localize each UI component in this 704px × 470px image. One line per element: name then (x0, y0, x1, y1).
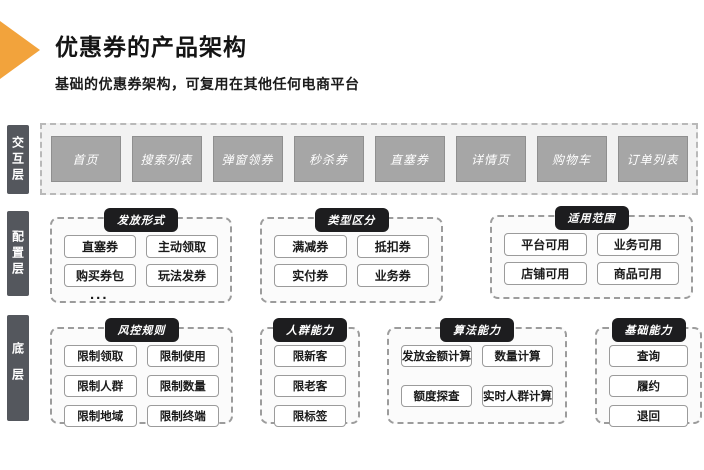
interaction-node-detail-page: 详情页 (455, 136, 526, 182)
group-items-grid: 满减券 抵扣券 实付券 业务券 (262, 219, 441, 287)
group-title-badge: 算法能力 (440, 318, 514, 342)
capability-item: 满减券 (274, 235, 347, 258)
group-panel-algorithm-capability: 算法能力 发放金额计算 数量计算 额度探查 实时人群计算 (387, 318, 567, 424)
layer-badge-interaction: 交互层 (7, 125, 29, 194)
page-title: 优惠券的产品架构 (55, 34, 247, 60)
group-title-badge: 发放形式 (104, 208, 178, 232)
capability-item: 实时人群计算 (482, 385, 553, 407)
group-title-badge: 风控规则 (104, 318, 179, 342)
page-subtitle: 基础的优惠券架构，可复用在其他任何电商平台 (55, 76, 360, 92)
capability-item: 主动领取 (146, 235, 218, 258)
group-title-badge: 类型区分 (314, 208, 389, 232)
capability-item: 购买券包 (64, 264, 136, 287)
capability-item: 业务券 (356, 264, 429, 287)
group-items-grid: 直塞券 主动领取 购买券包 玩法发券 (52, 219, 230, 287)
interaction-node-search-list: 搜索列表 (131, 136, 202, 182)
group-title-badge: 人群能力 (273, 318, 347, 342)
group-panel-audience-capability: 人群能力 限新客 限老客 限标签 (260, 318, 360, 427)
capability-item: 限制使用 (146, 345, 219, 367)
capability-item: 限制人群 (64, 375, 137, 397)
capability-item: 平台可用 (504, 233, 587, 256)
group-items-grid: 限新客 限老客 限标签 (262, 329, 358, 427)
capability-item: 限老客 (274, 375, 346, 397)
capability-item: 抵扣券 (356, 235, 429, 258)
interaction-node-order-list: 订单列表 (617, 136, 688, 182)
interaction-node-popup-claim: 弹窗领券 (212, 136, 283, 182)
group-items-grid: 平台可用 业务可用 店铺可用 商品可用 (492, 217, 691, 285)
group-items-grid: 限制领取 限制使用 限制人群 限制数量 限制地域 限制终端 (52, 329, 231, 427)
interaction-node-home: 首页 (50, 136, 121, 182)
capability-item: 限新客 (274, 345, 346, 367)
group-panel-risk-control-rules: 风控规则 限制领取 限制使用 限制人群 限制数量 限制地域 限制终端 (50, 318, 233, 427)
capability-item: 查询 (609, 345, 688, 367)
capability-item: 限制领取 (64, 345, 137, 367)
capability-item: 直塞券 (64, 235, 136, 258)
capability-item: 退回 (609, 405, 688, 427)
capability-item: 限标签 (274, 405, 346, 427)
capability-item: 商品可用 (596, 262, 679, 285)
group-items-grid: 发放金额计算 数量计算 额度探查 实时人群计算 (389, 329, 565, 407)
interaction-node-flash-sale: 秒杀券 (293, 136, 364, 182)
capability-item: 限制终端 (146, 405, 219, 427)
capability-item: 玩法发券 (146, 264, 218, 287)
group-panel-applicable-scope: 适用范围 平台可用 业务可用 店铺可用 商品可用 (490, 206, 693, 299)
group-panel-basic-capability: 基础能力 查询 履约 退回 (595, 318, 702, 427)
capability-item: 限制地域 (64, 405, 137, 427)
capability-item: 业务可用 (596, 233, 679, 256)
capability-item: 限制数量 (146, 375, 219, 397)
capability-item: 店铺可用 (504, 262, 587, 285)
layer-badge-base: 底层 (7, 315, 29, 421)
capability-item: 数量计算 (482, 345, 553, 367)
more-ellipsis: ... (90, 286, 109, 303)
interaction-node-cart: 购物车 (536, 136, 607, 182)
group-title-badge: 适用范围 (554, 206, 629, 230)
group-items-grid: 查询 履约 退回 (597, 329, 700, 427)
group-panel-issuance-form: 发放形式 直塞券 主动领取 购买券包 玩法发券 ... (50, 208, 232, 303)
capability-item: 额度探查 (401, 385, 472, 407)
layer-badge-config: 配置层 (7, 211, 29, 296)
group-panel-type-classification: 类型区分 满减券 抵扣券 实付券 业务券 (260, 208, 443, 303)
interaction-node-direct-push: 直塞券 (374, 136, 445, 182)
group-title-badge: 基础能力 (611, 318, 686, 342)
capability-item: 履约 (609, 375, 688, 397)
capability-item: 发放金额计算 (401, 345, 472, 367)
interaction-layer-panel: 首页 搜索列表 弹窗领券 秒杀券 直塞券 详情页 购物车 订单列表 (40, 123, 698, 195)
accent-arrow-icon (0, 21, 40, 79)
capability-item: 实付券 (274, 264, 347, 287)
